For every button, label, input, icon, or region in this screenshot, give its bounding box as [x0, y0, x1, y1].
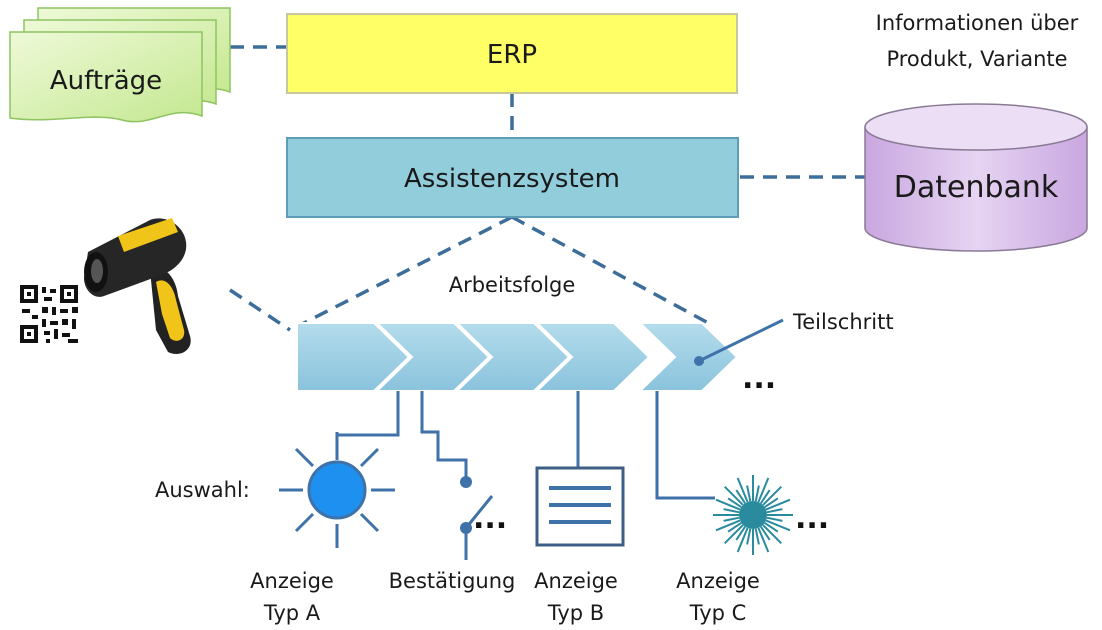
starburst-ray — [765, 498, 791, 511]
datenbank-info-line1: Informationen über — [876, 11, 1079, 35]
assistenzsystem-label: Assistenzsystem — [404, 164, 620, 194]
assistenzsystem-rect — [286, 137, 739, 218]
starburst-ray — [735, 526, 747, 541]
chevron-step-5 — [637, 322, 739, 392]
starburst-ray — [766, 516, 783, 522]
chevron-step-4 — [534, 322, 651, 392]
auftraege-stack: Aufträge — [9, 7, 231, 123]
anzeige-b-line1: Anzeige — [534, 569, 618, 593]
anzeige-c-line2: Typ C — [689, 601, 747, 625]
arbeitsfolge-chevrons: ... — [296, 322, 776, 396]
datenbank-label: Datenbank — [894, 170, 1059, 205]
barcode-scanner-icon — [84, 218, 191, 355]
assistenzsystem-box: Assistenzsystem — [286, 137, 739, 218]
anzeige-c-line1: Anzeige — [676, 569, 760, 593]
lamp-bulb — [307, 460, 367, 520]
lamp-icon — [279, 432, 395, 548]
arbeitsfolge-ellipsis: ... — [742, 361, 776, 396]
starburst-ray — [735, 489, 747, 504]
output-wires — [335, 391, 715, 500]
starburst-ray — [762, 524, 783, 545]
assist-arbeitsfolge-right-connector — [511, 215, 713, 327]
starburst-core — [739, 501, 767, 529]
starburst-ray — [764, 497, 779, 509]
starburst-ray — [736, 527, 749, 553]
starburst-ray — [757, 477, 770, 503]
bestaetigung-label: Bestätigung — [389, 569, 516, 593]
starburst-ray — [715, 519, 741, 532]
starburst-ray — [746, 485, 752, 502]
teilschritt-line — [698, 318, 784, 363]
assist-arbeitsfolge-left-connector — [299, 215, 513, 327]
anzeige-c-ellipsis: ... — [795, 501, 829, 536]
starburst-ray — [765, 519, 791, 532]
anzeige-a-line1: Anzeige — [250, 569, 334, 593]
starburst-ray — [762, 485, 783, 506]
chevron-step-3 — [454, 322, 571, 392]
qr-code-icon — [20, 285, 78, 343]
erp-rect — [286, 13, 738, 94]
erp-box: ERP — [286, 13, 738, 94]
starburst-ray — [723, 516, 740, 522]
datenbank-cylinder: Informationen über Produkt, Variante Dat… — [864, 11, 1088, 252]
switch-icon: ... — [460, 476, 507, 560]
switch-lever — [464, 495, 494, 529]
starburst-ray — [764, 521, 779, 533]
starburst-ray — [723, 524, 744, 545]
starburst-ray — [757, 527, 770, 553]
erp-label: ERP — [487, 40, 537, 70]
starburst-ray — [736, 477, 749, 503]
teilschritt-pointer: Teilschritt — [694, 310, 894, 366]
cylinder-body — [864, 127, 1088, 252]
datenbank-info-line2: Produkt, Variante — [886, 47, 1067, 71]
auftraege-label: Aufträge — [50, 66, 162, 96]
starburst-icon: ... — [713, 475, 829, 555]
starburst-ray — [746, 528, 752, 545]
starburst-ray — [759, 526, 771, 541]
starburst-ray — [723, 485, 744, 506]
teilschritt-dot — [694, 356, 704, 366]
starburst-ray — [723, 508, 740, 514]
chevron-step-1 — [296, 322, 411, 392]
bestaetigung-ellipsis: ... — [473, 501, 507, 536]
starburst-ray — [715, 498, 741, 511]
wire-to-anzeige-c — [655, 391, 715, 500]
display-icon — [535, 466, 625, 547]
document-sheet-front — [9, 31, 203, 123]
arbeitsfolge-label: Arbeitsfolge — [449, 273, 576, 297]
auswahl-label: Auswahl: — [155, 478, 250, 502]
anzeige-a-line2: Typ A — [263, 601, 321, 625]
starburst-ray — [754, 485, 760, 502]
wire-to-bestaetigung — [420, 391, 468, 478]
wire-to-anzeige-a — [335, 391, 400, 460]
starburst-ray — [766, 508, 783, 514]
starburst-ray — [759, 489, 771, 504]
starburst-ray — [754, 528, 760, 545]
scanner-connector — [229, 288, 291, 332]
anzeige-b-line2: Typ B — [547, 601, 604, 625]
starburst-ray — [727, 521, 742, 533]
starburst-ray — [727, 497, 742, 509]
cylinder-top — [864, 103, 1088, 151]
chevron-step-2 — [374, 322, 491, 392]
connectors — [229, 45, 865, 332]
teilschritt-label: Teilschritt — [792, 310, 894, 334]
